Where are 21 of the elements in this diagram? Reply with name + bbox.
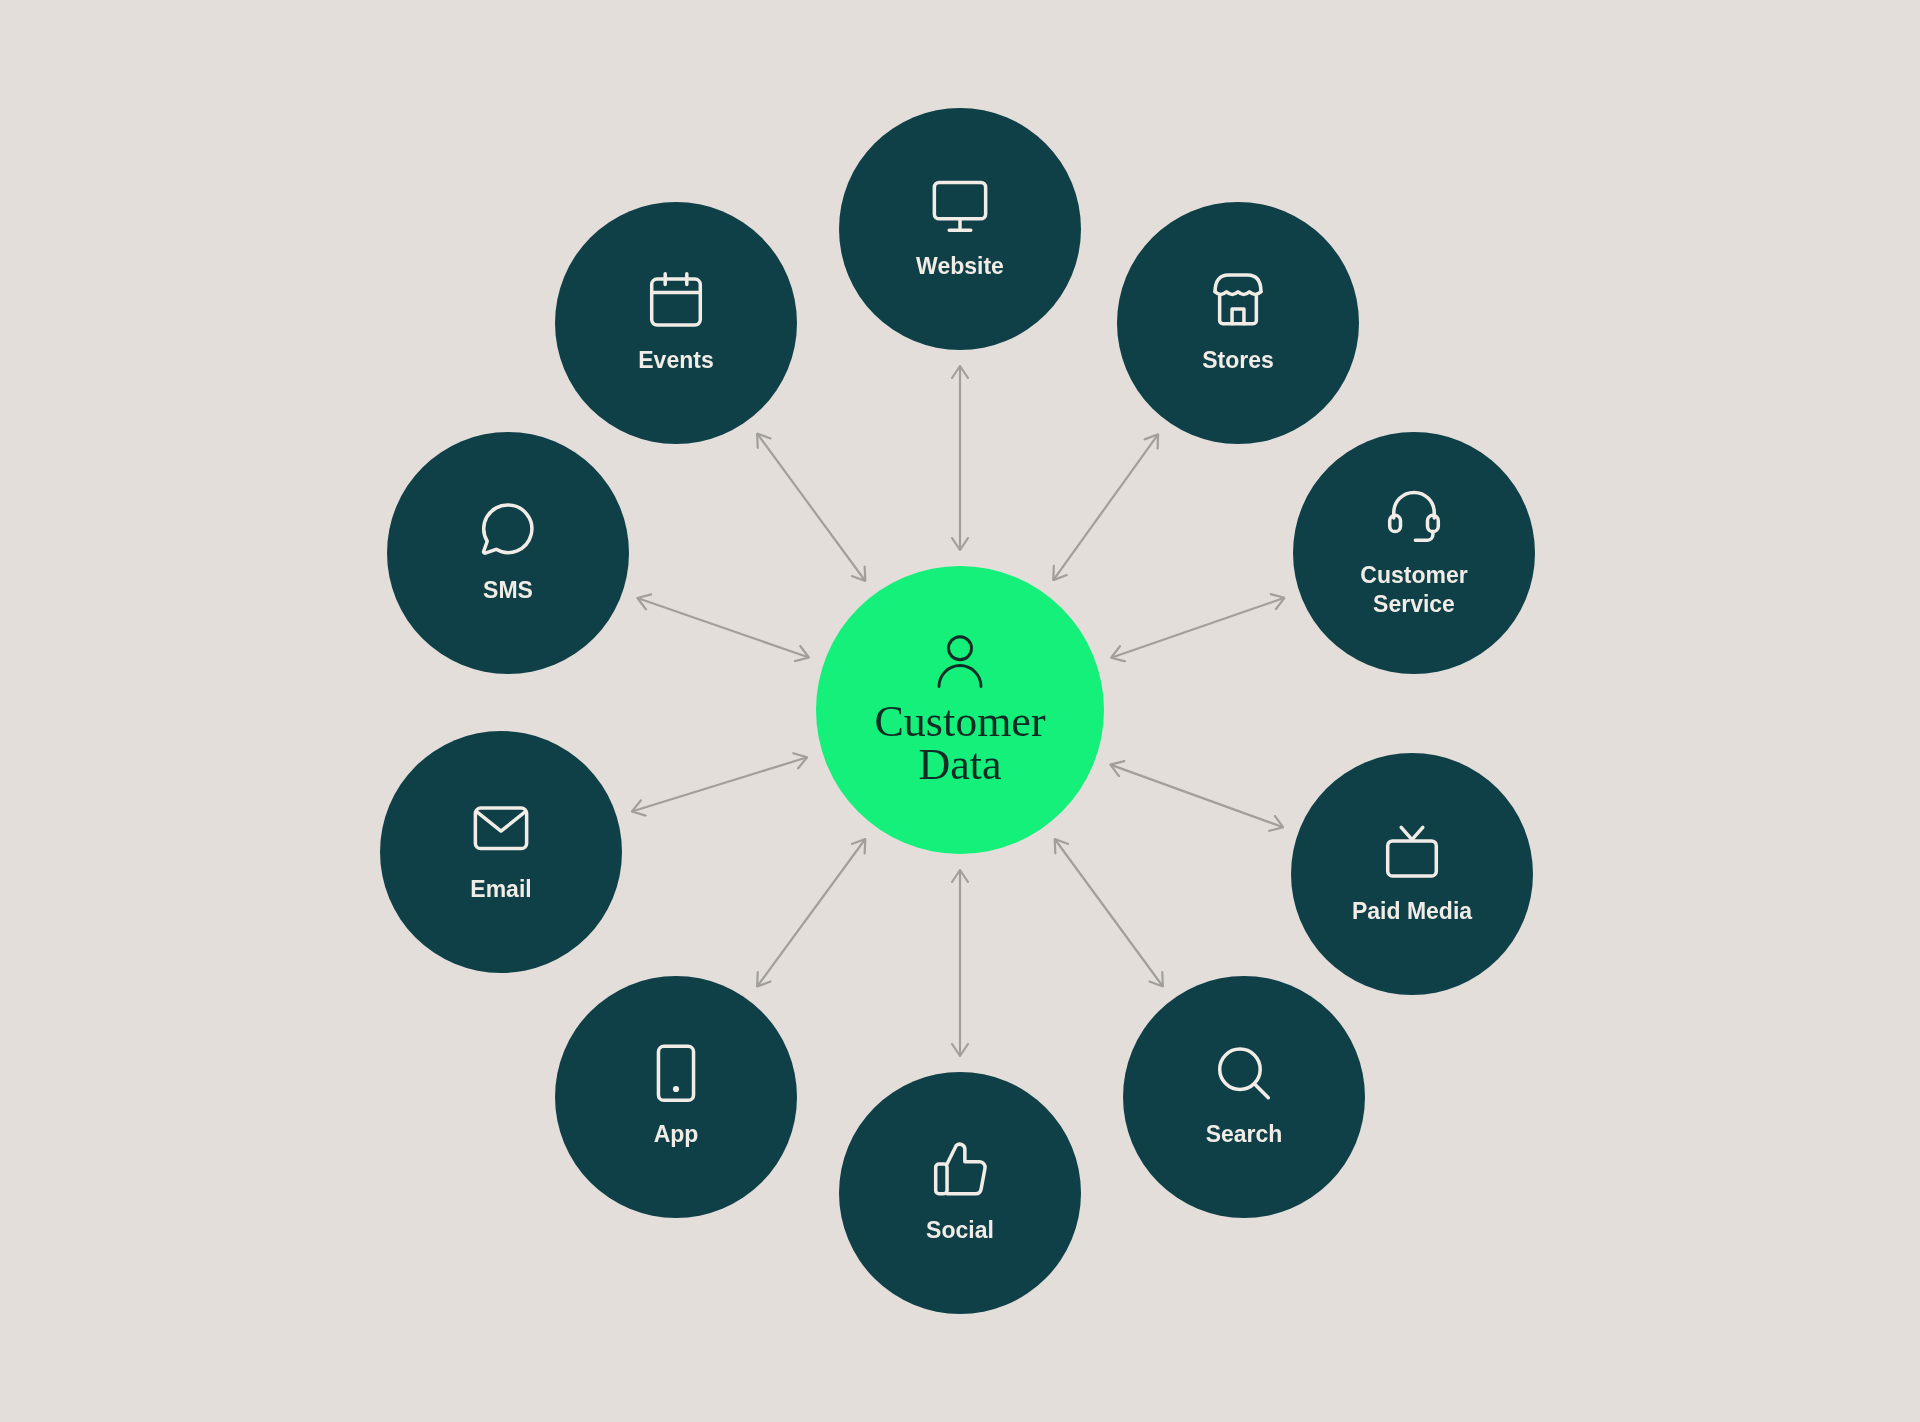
double-arrow <box>950 364 970 552</box>
double-arrow <box>636 593 810 663</box>
double-arrow <box>950 868 970 1058</box>
hub-label: Customer Data <box>873 700 1047 787</box>
channel-label: Stores <box>1202 345 1274 375</box>
double-arrow <box>756 837 867 988</box>
channel-label: Email <box>470 874 532 904</box>
channel-label: Search <box>1205 1119 1283 1149</box>
double-arrow <box>756 432 867 583</box>
channel-label: App <box>653 1119 699 1149</box>
channel-label: Social <box>926 1215 994 1245</box>
double-arrow <box>1109 760 1285 832</box>
double-arrow <box>1110 593 1286 663</box>
channel-label: SMS <box>483 575 533 605</box>
channel-label: Website <box>916 251 1004 281</box>
channel-label: Customer Service <box>1359 561 1469 620</box>
double-arrow <box>1052 433 1160 582</box>
double-arrow <box>1053 837 1164 988</box>
channel-label: Events <box>638 345 714 375</box>
double-arrow <box>630 752 809 817</box>
channel-label: Paid Media <box>1351 896 1473 926</box>
